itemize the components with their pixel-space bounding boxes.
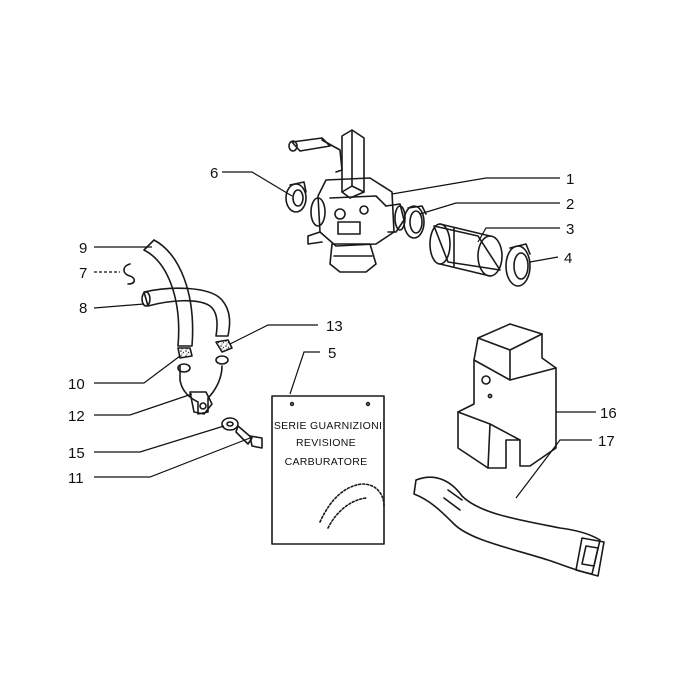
clamp-4 [505, 243, 531, 287]
callout-17: 17 [598, 433, 615, 450]
washer-15 [221, 417, 239, 431]
screw-11 [235, 425, 263, 449]
air-intake-duct-17 [413, 476, 605, 577]
callout-labels: 1 2 3 4 5 6 7 8 9 10 11 12 13 15 16 17 [68, 165, 617, 487]
callout-6: 6 [210, 165, 218, 182]
callout-1: 1 [566, 171, 574, 188]
callout-15: 15 [68, 445, 85, 462]
callout-8: 8 [79, 300, 87, 317]
carburettor [288, 129, 406, 273]
gasket-kit-envelope [271, 395, 385, 545]
callout-12: 12 [68, 408, 85, 425]
callout-5: 5 [328, 345, 336, 362]
fuel-hose-9 [143, 239, 194, 347]
callout-16: 16 [600, 405, 617, 422]
clamp-ring-6 [285, 181, 307, 213]
gasket-kit-label: SERIE GUARNIZIONI REVISIONE CARBURATORE [274, 420, 382, 468]
hose-clip-10 [177, 347, 193, 359]
callout-13: 13 [326, 318, 343, 335]
kit-line-3: CARBURATORE [285, 456, 368, 468]
clamp-2 [403, 205, 427, 239]
kit-line-2: REVISIONE [296, 437, 356, 449]
callout-11: 11 [68, 470, 84, 487]
callout-3: 3 [566, 221, 574, 238]
hose-clip-13 [215, 339, 233, 353]
kit-line-1: SERIE GUARNIZIONI [274, 420, 382, 432]
spring-clip-7 [123, 263, 136, 285]
leader-lines [93, 171, 596, 499]
carburettor-cover-16 [457, 323, 557, 469]
callout-7: 7 [79, 265, 87, 282]
t-fitting-12 [177, 355, 229, 415]
fuel-hose-8 [141, 287, 231, 337]
callout-10: 10 [68, 376, 85, 393]
callout-4: 4 [564, 250, 572, 267]
rubber-sleeve-3 [429, 223, 503, 277]
callout-9: 9 [79, 240, 87, 257]
callout-2: 2 [566, 196, 574, 213]
